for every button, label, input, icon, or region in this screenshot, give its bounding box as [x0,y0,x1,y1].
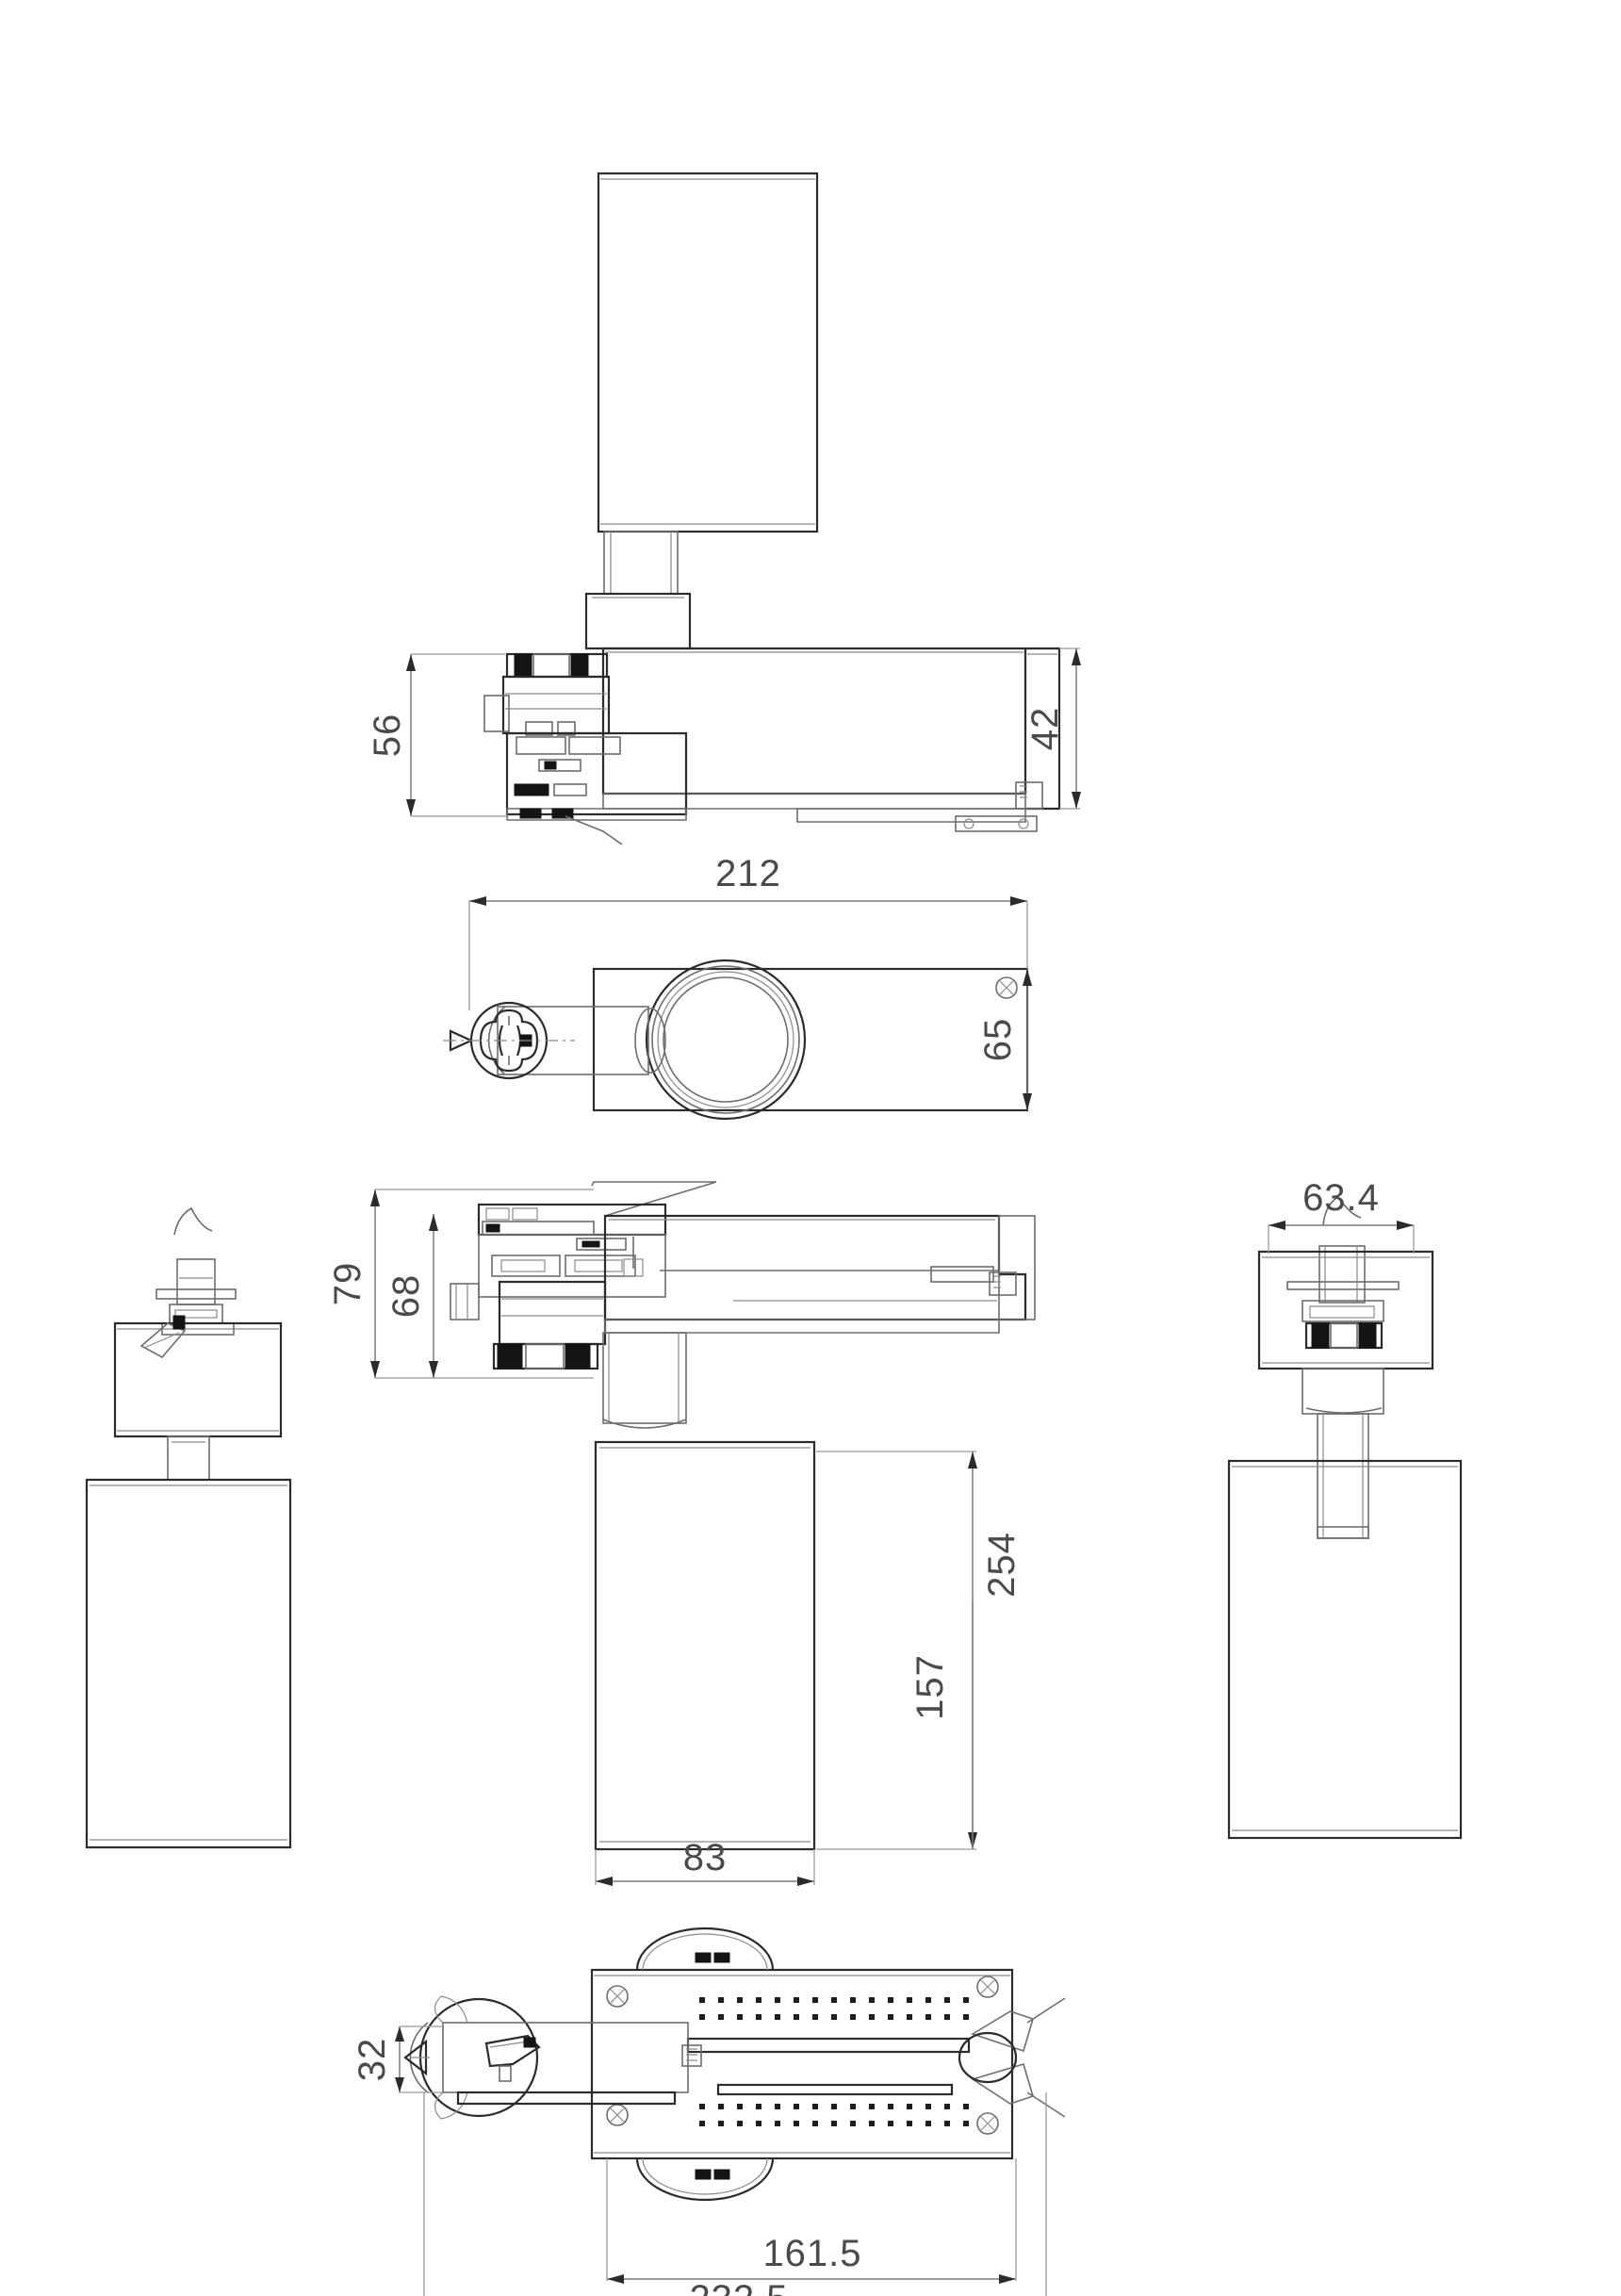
dimension-212: 212 [468,853,1028,1010]
dimension-label-254: 254 [981,1532,1023,1598]
rear-screw-plan [995,976,1018,999]
neck-joint-front [602,1332,687,1429]
dimension-label-212: 212 [715,853,781,894]
housing-front [603,1214,1036,1334]
baseplate-bottom-view [590,1968,1014,2160]
dimension-label-68: 68 [385,1274,427,1319]
dimension-161-5: 161.5 [606,2158,1017,2284]
lamp-barrel-front [594,1440,816,1851]
left-view [85,1206,292,1849]
top-cover-plate [591,1181,717,1217]
track-adapter-plan [443,1001,666,1080]
mount-foot-side [955,781,1043,832]
side-view-top: 56 42 [367,172,1081,845]
dimension-83: 83 [595,1837,815,1886]
dimension-label-65: 65 [977,1018,1019,1062]
bottom-view: 32 161.5 232.5 [352,1927,1066,2296]
barrel-arc-top [635,1927,775,1971]
track-adapter-bottom [403,1995,702,2120]
dimension-label-56: 56 [367,713,408,758]
barrel-arc-bottom [635,2157,775,2202]
front-view-main: 79 68 254 157 [327,1181,1036,1886]
dimension-63-4: 63.4 [1268,1177,1415,1254]
lamp-barrel-right [1227,1459,1463,1840]
dimension-68: 68 [385,1214,438,1378]
dimension-65: 65 [977,969,1032,1110]
perforation-pattern [699,1997,969,2126]
dimension-56: 56 [367,653,509,817]
track-adapter-right [1286,1195,1400,1350]
tilt-lever-bottom [958,1997,1066,2118]
lamp-barrel-left [85,1435,292,1849]
track-adapter-front [450,1203,667,1370]
corner-screws-bottom [606,1976,999,2135]
reflector-circles-plan [645,959,807,1121]
dimension-42: 42 [1024,648,1081,810]
dimension-label-161-5: 161.5 [762,2233,861,2274]
neck-right-view [1302,1368,1384,1539]
dimension-label-63-4: 63.4 [1302,1177,1380,1219]
dimension-label-157: 157 [909,1654,951,1720]
dimension-label-32: 32 [352,2038,393,2082]
plan-view: 212 65 [443,853,1032,1121]
dimension-79: 79 [327,1189,594,1379]
dimension-label-83: 83 [683,1837,728,1878]
slot-bar-lower [716,2083,954,2096]
dimension-label-79: 79 [327,1262,368,1306]
right-view: 63.4 [1227,1177,1463,1840]
tilt-lever-left [139,1315,187,1359]
dimension-label-232-5: 232.5 [689,2278,788,2296]
dimension-label-42: 42 [1024,707,1066,751]
dimension-232-5: 232.5 [423,2092,1047,2296]
track-adapter-side [483,652,688,845]
dimension-32: 32 [352,2025,443,2093]
dimension-157: 157 [909,1602,974,1849]
